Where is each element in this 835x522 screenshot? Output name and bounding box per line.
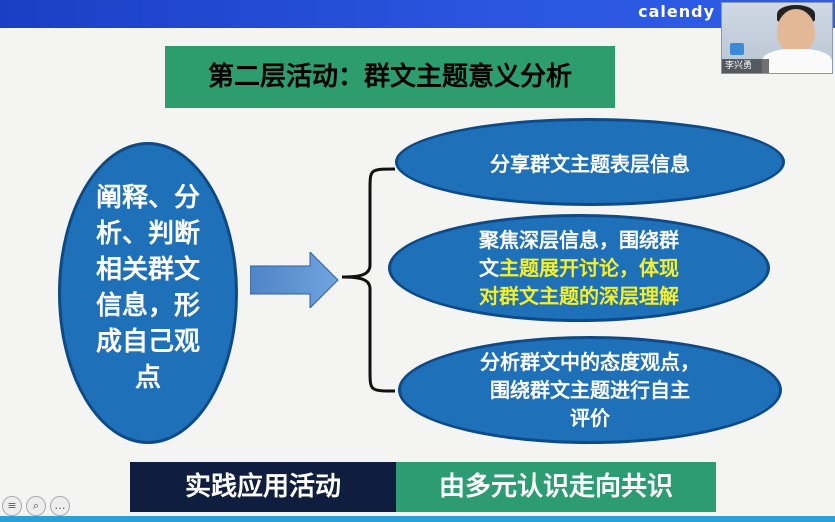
right-arrow-icon	[250, 252, 339, 308]
brace-icon	[341, 167, 396, 393]
main-line: 阐释、分	[95, 183, 200, 213]
oval-line: 分析群文中的态度观点，	[480, 350, 700, 374]
viewer-controls: ≡ ⌕ …	[2, 496, 70, 516]
oval-line-highlight: 对群文主题的深层理解	[479, 284, 679, 308]
oval-line: 文主题展开讨论，体现	[479, 254, 679, 282]
practice-activity-label: 实践应用活动	[130, 462, 396, 512]
oval-line: 围绕群文主题进行自主	[490, 378, 690, 402]
presenter-shirt	[762, 49, 832, 73]
main-line: 相关群文	[95, 255, 200, 285]
oval-text-highlight: 主题展开讨论，	[499, 256, 639, 280]
main-line: 点	[134, 363, 161, 393]
webcam-thumbnail[interactable]: 李兴勇	[721, 2, 833, 74]
presenter-name: 李兴勇	[722, 59, 769, 73]
oval-text: 分享群文主题表层信息	[490, 151, 690, 176]
main-oval-text: 阐释、分 析、判断 相关群文 信息，形 成自己观 点	[78, 180, 218, 396]
oval-surface-info: 分享群文主题表层信息	[395, 118, 785, 206]
menu-icon[interactable]: ≡	[2, 496, 22, 516]
top-bar: calendy	[0, 0, 835, 28]
main-line: 信息，形	[95, 291, 200, 321]
consensus-label: 由多元认识走向共识	[396, 462, 716, 512]
oval-text-white: 文	[479, 256, 499, 280]
bottom-strip	[0, 516, 835, 522]
presenter-face	[777, 9, 815, 53]
oval-line: 聚焦深层信息，围绕群	[479, 228, 679, 252]
search-icon[interactable]: ⌕	[26, 496, 46, 516]
oval-attitude-analysis: 分析群文中的态度观点， 围绕群文主题进行自主 评价	[398, 336, 782, 444]
main-line: 析、判断	[95, 219, 200, 249]
camera-icon	[730, 43, 744, 55]
main-line: 成自己观	[95, 327, 200, 357]
slide-title: 第二层活动：群文主题意义分析	[165, 46, 615, 108]
main-oval	[58, 142, 238, 444]
brand-logo: calendy	[638, 2, 715, 21]
more-icon[interactable]: …	[50, 496, 70, 516]
oval-deep-info: 聚焦深层信息，围绕群 文主题展开讨论，体现 对群文主题的深层理解	[388, 214, 770, 322]
oval-text-highlight: 体现	[639, 256, 679, 280]
oval-line: 评价	[570, 406, 610, 430]
